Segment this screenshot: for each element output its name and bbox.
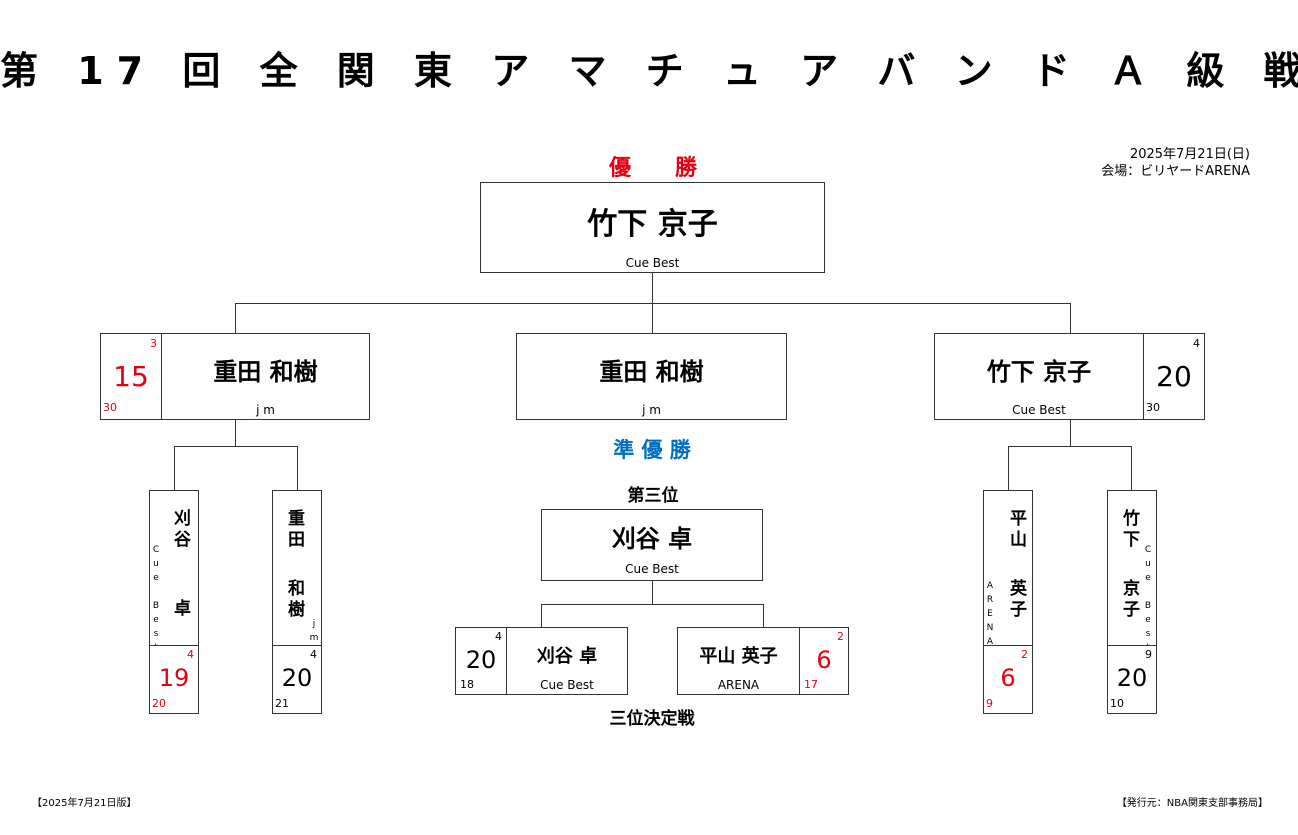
semi-left-club: j m <box>256 403 275 417</box>
quarter-player-box-2: 重田 和樹 jm <box>272 490 322 647</box>
runner-up-label: 準 優 勝 <box>613 438 691 462</box>
quarter-player-box-3: 平山 英子 ARENA <box>983 490 1033 651</box>
bracket-line <box>297 446 298 491</box>
third-match-label: 三位決定戦 <box>609 709 695 729</box>
quarter-score-box-3: 2 6 9 <box>983 645 1033 714</box>
score-small-top: 4 <box>187 648 194 661</box>
bracket-line <box>541 604 542 628</box>
runner-up-club: j m <box>642 403 661 417</box>
score-small-bottom: 9 <box>986 697 993 710</box>
third-place-box: 刈谷 卓 Cue Best <box>541 509 763 581</box>
third-match-left-score-box: 4 20 18 <box>455 627 507 695</box>
third-place-label: 第三位 <box>627 486 679 506</box>
quarter-score: 20 <box>1116 664 1148 692</box>
score-small-bottom: 30 <box>1146 401 1160 414</box>
third-match-left-name: 刈谷 卓 <box>536 646 598 667</box>
semi-left-score-box: 3 15 30 <box>100 333 162 420</box>
bracket-line <box>174 446 175 491</box>
page-title: 第 17 回 全 関 東 ア マ チ ュ ア バ ン ド Ａ 級 戦 <box>0 49 1298 93</box>
quarter-score: 6 <box>1000 664 1016 692</box>
score-small-top: 3 <box>150 337 157 350</box>
quarter-name-bottom: 和樹 <box>284 579 304 621</box>
third-place-name: 刈谷 卓 <box>611 525 693 553</box>
quarter-score-box-2: 4 20 21 <box>272 645 322 714</box>
third-match-left-club: Cue Best <box>540 678 594 692</box>
third-match-right-score: 6 <box>816 646 832 674</box>
bracket-line <box>1070 420 1071 447</box>
quarter-score: 19 <box>158 664 190 692</box>
score-small-bottom: 10 <box>1110 697 1124 710</box>
score-small-bottom: 21 <box>275 697 289 710</box>
score-small-top: 9 <box>1145 648 1152 661</box>
champion-club: Cue Best <box>625 256 680 270</box>
score-small-top: 2 <box>1021 648 1028 661</box>
quarter-club: jm <box>309 619 319 647</box>
event-venue: 会場：ビリヤードARENA <box>1101 164 1250 179</box>
bracket-line <box>541 604 763 605</box>
quarter-name-top: 竹下 <box>1119 509 1139 551</box>
bracket-line <box>1131 446 1132 491</box>
bracket-line <box>763 604 764 628</box>
semi-right-club: Cue Best <box>1012 403 1066 417</box>
semi-left-name: 重田 和樹 <box>213 358 318 386</box>
quarter-player-box-4: 竹下 京子 Cue Best <box>1107 490 1157 657</box>
quarter-name-bottom: 京子 <box>1119 579 1139 621</box>
third-place-club: Cue Best <box>625 562 679 576</box>
quarter-name-bottom: 卓 <box>170 599 190 620</box>
edition-note: 【2025年7月21日版】 <box>32 798 137 809</box>
publisher-note: 【発行元：NBA関東支部事務局】 <box>1116 798 1268 809</box>
quarter-club: ARENA <box>985 581 995 651</box>
quarter-name-top: 刈谷 <box>170 509 190 551</box>
quarter-name-top: 重田 <box>284 509 304 551</box>
quarter-player-box-1: 刈谷 卓 Cue Best <box>149 490 199 657</box>
quarter-score-box-4: 9 20 10 <box>1107 645 1157 714</box>
event-date: 2025年7月21日(日) <box>1129 147 1250 162</box>
event-info: 2025年7月21日(日) 会場：ビリヤードARENA <box>1101 146 1250 180</box>
bracket-line <box>235 303 1070 304</box>
score-small-bottom: 18 <box>460 678 474 691</box>
score-small-bottom: 20 <box>152 697 166 710</box>
quarter-score-box-1: 4 19 20 <box>149 645 199 714</box>
score-small-top: 4 <box>310 648 317 661</box>
quarter-club: Cue Best <box>1143 545 1153 657</box>
champion-label: 優 勝 <box>608 156 697 181</box>
runner-up-name: 重田 和樹 <box>599 358 704 386</box>
bracket-line <box>1008 446 1009 491</box>
semi-left-player-box: 重田 和樹 j m <box>161 333 370 420</box>
bracket-line <box>1070 303 1071 334</box>
third-match-left-score: 20 <box>465 646 497 674</box>
score-small-bottom: 30 <box>103 401 117 414</box>
third-match-right-club: ARENA <box>717 678 760 692</box>
champion-name: 竹下 京子 <box>587 207 718 242</box>
third-match-left-player-box: 刈谷 卓 Cue Best <box>506 627 628 695</box>
score-small-bottom: 17 <box>804 678 818 691</box>
runner-up-box: 重田 和樹 j m <box>516 333 787 420</box>
quarter-club: Cue Best <box>151 545 161 657</box>
semi-right-score: 20 <box>1156 360 1192 393</box>
score-small-top: 4 <box>1193 337 1200 350</box>
quarter-name-bottom: 英子 <box>1006 579 1026 621</box>
champion-box: 竹下 京子 Cue Best <box>480 182 825 273</box>
bracket-line <box>174 446 297 447</box>
semi-right-name: 竹下 京子 <box>986 358 1092 386</box>
third-match-right-name: 平山 英子 <box>699 646 778 667</box>
quarter-score: 20 <box>281 664 313 692</box>
third-match-right-score-box: 2 6 17 <box>799 627 849 695</box>
quarter-name-top: 平山 <box>1006 509 1026 551</box>
bracket-line <box>652 581 653 605</box>
semi-right-score-box: 4 20 30 <box>1143 333 1205 420</box>
score-small-top: 4 <box>495 630 502 643</box>
bracket-line <box>235 303 236 334</box>
third-match-right-player-box: 平山 英子 ARENA <box>677 627 800 695</box>
bracket-line <box>1008 446 1131 447</box>
semi-left-opp-score: 15 <box>113 360 149 393</box>
semi-right-player-box: 竹下 京子 Cue Best <box>934 333 1144 420</box>
score-small-top: 2 <box>837 630 844 643</box>
bracket-line <box>235 420 236 447</box>
